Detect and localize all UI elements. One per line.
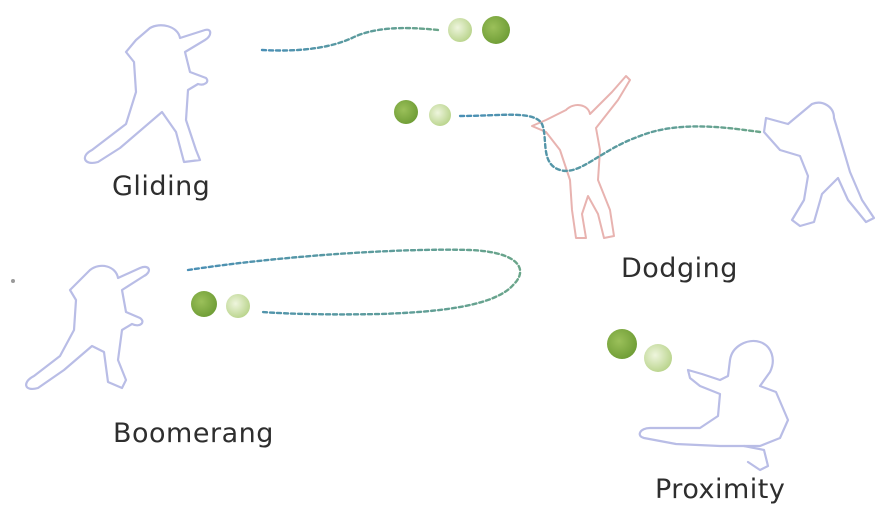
ball-icon bbox=[429, 104, 451, 126]
dodging-balls bbox=[394, 100, 451, 126]
proximity-label: Proximity bbox=[655, 474, 785, 505]
boomerang-label: Boomerang bbox=[113, 418, 274, 449]
boomerang-thrower-figure bbox=[26, 266, 149, 389]
speck bbox=[11, 279, 15, 283]
ball-icon bbox=[482, 16, 510, 44]
ball-icon bbox=[644, 344, 672, 372]
gliding-balls bbox=[448, 16, 510, 44]
ball-icon bbox=[226, 294, 250, 318]
gliding-trajectory bbox=[262, 28, 438, 50]
dodging-label: Dodging bbox=[621, 253, 738, 284]
proximity-balls bbox=[607, 329, 672, 372]
dodging-thrower-figure bbox=[764, 103, 874, 226]
boomerang-balls bbox=[191, 291, 250, 318]
ball-icon bbox=[191, 291, 217, 317]
ball-icon bbox=[607, 329, 637, 359]
ball-icon bbox=[394, 100, 418, 124]
ball-icon bbox=[448, 18, 472, 42]
dodging-trajectory bbox=[460, 115, 760, 171]
gliding-label: Gliding bbox=[112, 171, 210, 202]
gliding-thrower-figure bbox=[85, 25, 210, 163]
